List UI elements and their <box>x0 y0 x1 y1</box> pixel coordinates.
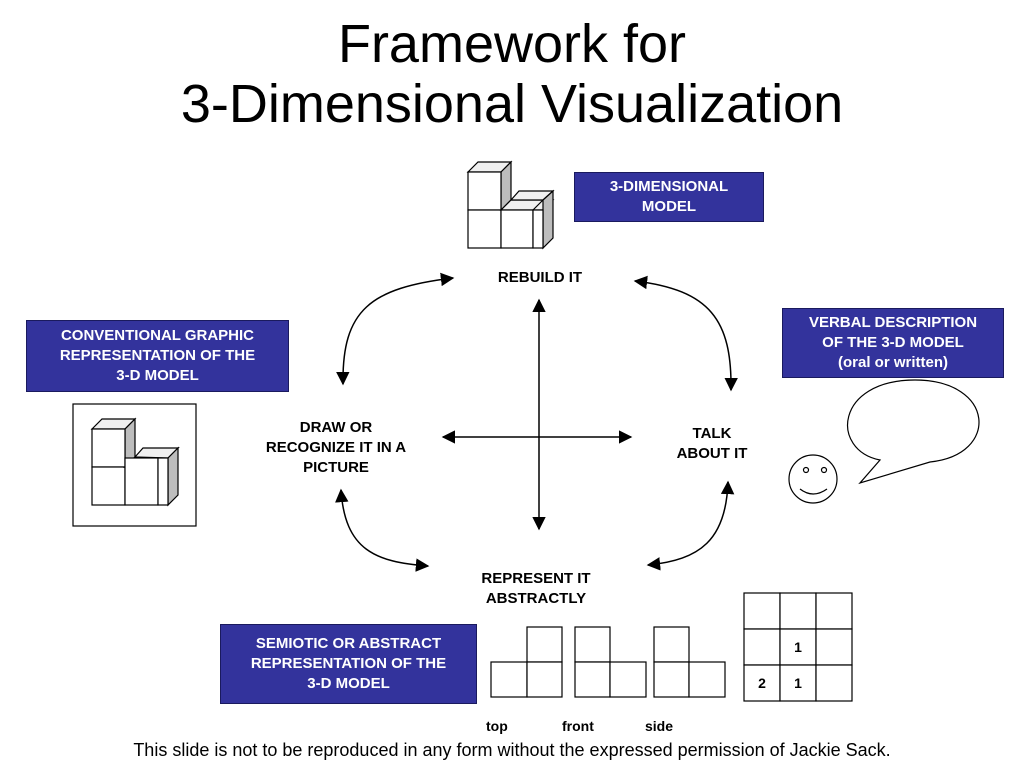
verbal-box: VERBAL DESCRIPTION OF THE 3-D MODEL (ora… <box>782 308 1004 378</box>
represent-node-line-1: REPRESENT IT <box>481 570 591 587</box>
cross-arrows <box>441 298 633 531</box>
talk-node: TALK ABOUT IT <box>660 424 764 464</box>
mat-plan-grid <box>743 592 853 702</box>
draw-node-line-1: DRAW OR <box>299 419 373 436</box>
draw-node-line-3: PICTURE <box>303 459 369 476</box>
talk-node-line-2: ABOUT IT <box>676 445 748 462</box>
cube-model-icon <box>466 160 555 250</box>
represent-node: REPRESENT IT ABSTRACTLY <box>456 569 616 609</box>
footer-notice: This slide is not to be reproduced in an… <box>133 740 891 760</box>
conventional-box-line-3: 3-D MODEL <box>116 367 199 384</box>
conventional-box-line-1: CONVENTIONAL GRAPHIC <box>60 327 255 344</box>
smiley-face-icon <box>788 454 838 504</box>
cycle-arrows <box>335 272 738 572</box>
semiotic-box-line-1: SEMIOTIC OR ABSTRACT <box>255 635 442 652</box>
conventional-box: CONVENTIONAL GRAPHIC REPRESENTATION OF T… <box>26 320 289 392</box>
grid-value-r3c2: 1 <box>794 675 802 691</box>
top-view-icon <box>490 626 563 698</box>
draw-node-line-2: RECOGNIZE IT IN A <box>265 439 407 456</box>
rebuild-node: REBUILD IT <box>497 269 583 286</box>
grid-value-r2c2: 1 <box>794 639 802 655</box>
verbal-box-line-1: VERBAL DESCRIPTION <box>808 314 978 331</box>
top-view-label: top <box>486 718 508 734</box>
semiotic-box-line-3: 3-D MODEL <box>307 675 390 692</box>
side-view-icon <box>653 626 726 698</box>
front-view-label: front <box>562 718 594 734</box>
talk-node-line-1: TALK <box>692 425 732 442</box>
conventional-box-line-2: REPRESENTATION OF THE <box>59 347 256 364</box>
cube-picture-icon <box>90 417 180 507</box>
slide-title: Framework for 3-Dimensional Visualizatio… <box>0 14 1024 134</box>
front-view-icon <box>574 626 647 698</box>
model-box-line-1: 3-DIMENSIONAL <box>609 178 729 195</box>
semiotic-box-line-2: REPRESENTATION OF THE <box>250 655 447 672</box>
title-line-1: Framework for <box>337 14 687 74</box>
grid-value-r3c1: 2 <box>758 675 766 691</box>
model-box-line-2: MODEL <box>641 198 697 215</box>
title-line-2: 3-Dimensional Visualization <box>180 74 844 134</box>
represent-node-line-2: ABSTRACTLY <box>485 590 587 607</box>
draw-node: DRAW OR RECOGNIZE IT IN A PICTURE <box>248 418 424 478</box>
speech-bubble-icon <box>847 379 980 485</box>
verbal-box-line-3: (oral or written) <box>837 354 948 371</box>
side-view-label: side <box>645 718 674 734</box>
model-box: 3-DIMENSIONAL MODEL <box>574 172 764 222</box>
semiotic-box: SEMIOTIC OR ABSTRACT REPRESENTATION OF T… <box>220 624 477 704</box>
verbal-box-line-2: OF THE 3-D MODEL <box>822 334 964 351</box>
